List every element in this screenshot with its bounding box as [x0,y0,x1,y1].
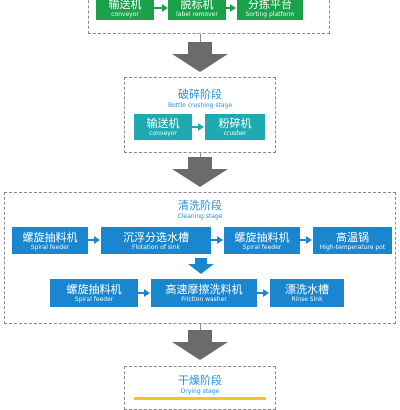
connector-arrowhead [144,289,150,297]
node-sublabel: Spiral feeder [74,296,114,303]
node-label: 螺旋抽料机 [22,230,78,244]
stage-4-subtitle: Drying stage [180,388,220,395]
connector-line [154,7,162,9]
flow-line [200,153,201,157]
stage3-spiral-feeder-node-2: 螺旋抽料机 Spiral feeder [224,227,300,254]
connector-line [88,239,94,241]
node-sublabel: Friction washer [181,296,227,303]
down-arrow-icon [172,157,228,187]
node-sublabel: conveyor [111,11,139,18]
stage-3-box [4,192,396,324]
connector-line [257,292,263,294]
down-arrow-icon [172,330,228,360]
connector-arrowhead [306,236,312,244]
node-label: 分拣平台 [248,0,292,11]
node-sublabel: Rinse Sink [291,296,323,303]
stage-1-box [88,0,330,34]
node-sublabel: label remover [176,11,218,18]
node-label: 脱标机 [180,0,214,11]
stage3-rinse-sink-node: 漂洗水槽 Rinse Sink [270,279,344,307]
node-label: 输送机 [108,0,142,11]
node-sublabel: Sorting platform [245,11,295,18]
down-arrow-icon [172,42,228,72]
stage-3-title: 清洗阶段 [178,199,222,212]
connector-line [211,239,217,241]
node-sublabel: crusher [223,130,247,137]
node-sublabel: Spiral feeder [242,243,282,251]
flow-line [200,324,201,330]
flow-line [200,34,201,42]
stage-3-subtitle: Cleaning stage [177,213,223,220]
node-label: 粉碎机 [218,117,252,130]
connector-line [138,292,144,294]
node-sublabel: Flotation of sink [132,243,180,251]
stage1-label-remover-node: 脱标机 label remover [168,0,226,20]
node-sublabel: High-temperature pot [319,243,386,251]
node-label: 沉浮分选水槽 [123,230,189,244]
connector-line [192,126,198,128]
node-label: 输送机 [146,117,180,130]
node-label: 高速摩擦洗料机 [165,283,243,296]
stage2-conveyor-node: 输送机 conveyor [134,114,192,140]
connector-arrowhead [217,236,223,244]
stage3-spiral-feeder-node-1: 螺旋抽料机 Spiral feeder [12,227,88,254]
connector-arrowhead [198,123,204,131]
stage3-high-temp-pot-node: 高温锅 High-temperature pot [313,227,392,254]
connector-line [300,239,306,241]
stage-2-subtitle: Bottle crushing stage [167,102,233,109]
connector-arrowhead [94,236,100,244]
stage4-node-partial [134,397,266,400]
stage1-sorting-platform-node: 分拣平台 Sorting platform [237,0,303,20]
stage-4-title: 干燥阶段 [178,374,222,387]
connector-arrowhead [263,289,269,297]
stage2-crusher-node: 粉碎机 crusher [205,114,265,140]
stage1-conveyor-node: 输送机 conveyor [96,0,154,20]
connector-line [226,7,230,9]
node-sublabel: Spiral feeder [30,243,70,251]
node-label: 漂洗水槽 [285,283,329,296]
stage3-flotation-sink-node: 沉浮分选水槽 Flotation of sink [101,227,211,254]
node-label: 高温锅 [336,230,369,244]
node-sublabel: conveyor [149,130,177,137]
down-arrow-icon [188,258,214,274]
node-label: 螺旋抽料机 [66,283,122,296]
stage3-friction-washer-node: 高速摩擦洗料机 Friction washer [151,279,257,307]
stage3-spiral-feeder-node-3: 螺旋抽料机 Spiral feeder [50,279,138,307]
node-label: 螺旋抽料机 [234,230,290,244]
stage-2-title: 破碎阶段 [178,88,222,101]
connector-arrowhead [230,4,236,12]
stage-2-box [124,77,276,153]
connector-arrowhead [162,4,168,12]
